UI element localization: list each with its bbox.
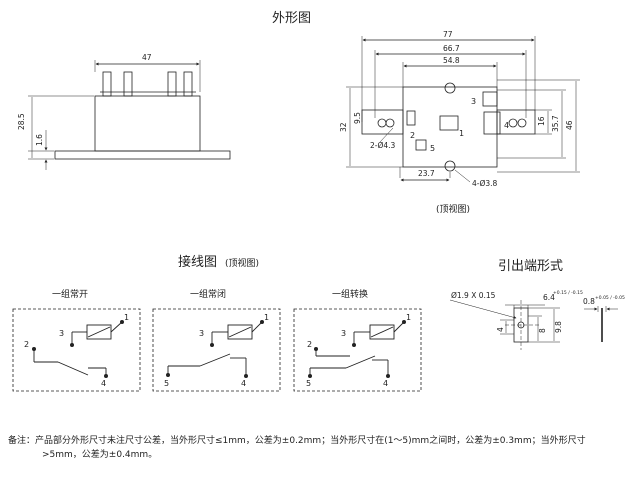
top-height-32-dim: 32 — [339, 122, 348, 132]
schem-nc-pin-4: 4 — [241, 379, 246, 388]
side-view — [28, 60, 231, 170]
top-pin-2: 2 — [410, 131, 415, 140]
top-h46-dim: 46 — [565, 120, 574, 130]
schematic-nc-label: 一组常闭 — [190, 288, 226, 300]
top-view — [346, 36, 580, 183]
schematic-co-label: 一组转换 — [332, 288, 368, 300]
footnote: 备注：产品部分外形尺寸未注尺寸公差，当外形尺寸≤1mm，公差为±0.2mm；当外… — [8, 434, 626, 462]
schem-no-pin-4: 4 — [101, 379, 106, 388]
footnote-line-1: 备注：产品部分外形尺寸未注尺寸公差，当外形尺寸≤1mm，公差为±0.2mm；当外… — [8, 436, 586, 446]
schem-nc-pin-5: 5 — [164, 379, 169, 388]
schematic-co-drawing — [309, 321, 405, 376]
offset-dim: 23.7 — [418, 169, 435, 178]
terminal-d1: Ø1.9 X 0.15 — [451, 291, 496, 300]
schematic-no-label: 一组常开 — [52, 288, 88, 300]
side-base-dim: 1.6 — [35, 134, 44, 146]
top-body-width-dim: 54.8 — [443, 56, 460, 65]
terminal-d4: 4 — [496, 327, 505, 332]
schem-co-pin-3: 3 — [341, 329, 346, 338]
terminal-d3: 0.8 — [583, 297, 595, 306]
terminal-drawing — [449, 299, 618, 350]
terminal-d2: 6.4 — [543, 293, 555, 302]
top-pin-5: 5 — [430, 144, 435, 153]
terminal-d5: 8 — [538, 328, 547, 333]
terminal-d3-tol: +0.05 / -0.05 — [595, 295, 625, 301]
schem-no-pin-2: 2 — [24, 340, 29, 349]
top-pin-4: 4 — [504, 121, 509, 130]
pin-hole-label: 4-Ø3.8 — [472, 179, 498, 188]
terminal-title: 引出端形式 — [498, 259, 563, 274]
schem-no-pin-3: 3 — [59, 329, 64, 338]
schem-nc-pin-1: 1 — [264, 313, 269, 322]
top-view-caption: (顶视图) — [436, 203, 470, 215]
schem-nc-pin-3: 3 — [199, 329, 204, 338]
schematic-nc-frame — [152, 308, 281, 392]
schematic-nc-drawing — [167, 321, 263, 376]
schematic-co-frame — [293, 308, 422, 392]
side-width-dim: 47 — [142, 53, 152, 62]
top-h16-dim: 16 — [537, 116, 546, 126]
wiring-subtitle: (顶视图) — [225, 257, 259, 269]
schem-co-pin-2: 2 — [307, 340, 312, 349]
side-height-dim: 28.5 — [17, 113, 26, 130]
schem-co-pin-4: 4 — [383, 379, 388, 388]
terminal-d6: 9.8 — [554, 321, 563, 333]
top-pin-1: 1 — [459, 129, 464, 138]
schem-no-pin-1: 1 — [124, 313, 129, 322]
schem-co-pin-1: 1 — [406, 313, 411, 322]
top-height-9-5-dim: 9.5 — [353, 112, 362, 124]
top-mount-span-dim: 66.7 — [443, 44, 460, 53]
top-overall-dim: 77 — [443, 30, 453, 39]
outline-title: 外形图 — [272, 11, 311, 26]
schematic-no-frame — [12, 308, 141, 392]
footnote-line-2: >5mm，公差为±0.4mm。 — [42, 450, 158, 460]
schem-co-pin-5: 5 — [306, 379, 311, 388]
top-h35-7-dim: 35.7 — [551, 115, 560, 132]
mount-hole-label: 2-Ø4.3 — [370, 141, 396, 150]
top-pin-3: 3 — [471, 97, 476, 106]
schematic-no-drawing — [33, 321, 123, 376]
wiring-title: 接线图 — [178, 254, 217, 270]
terminal-d2-tol: +0.15 / -0.15 — [553, 290, 583, 296]
